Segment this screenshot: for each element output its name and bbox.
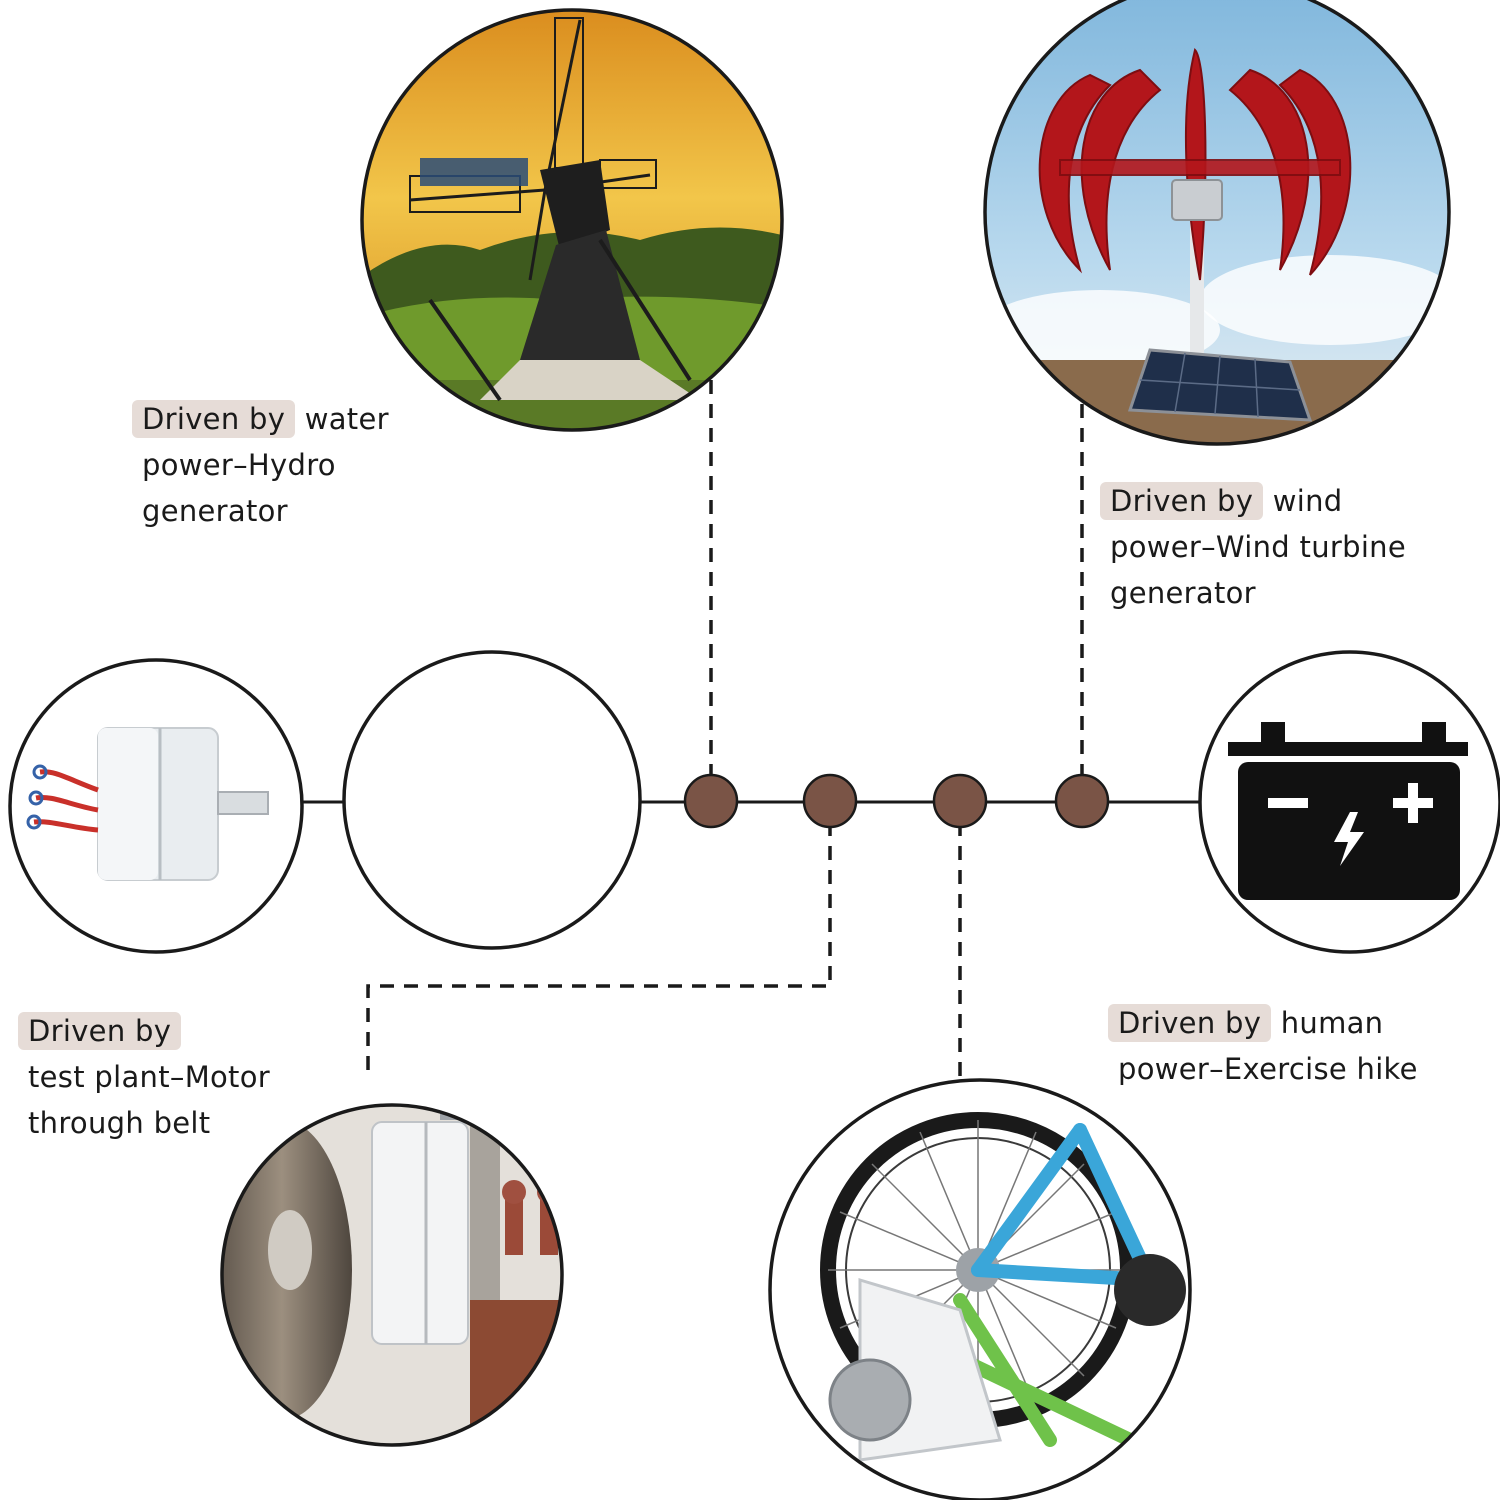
caption-highlight: Driven by [1108,1004,1272,1042]
motor-belt-photo [220,1103,564,1447]
generator-icon [26,727,269,881]
exercise-bike-photo [768,1078,1192,1500]
generator-circle [8,658,304,954]
junction-node-water [683,773,739,829]
test-dashed-link [366,822,832,1070]
caption-highlight: Driven by [1100,482,1264,520]
caption-highlight: Driven by [18,1012,182,1050]
battery-circle [1198,650,1500,954]
caption-highlight: Driven by [132,400,296,438]
caption-human-power: Driven by human power–Exercise hike [1108,1000,1418,1092]
wind-turbine-photo [983,0,1451,446]
junction-nodes [683,773,1110,829]
empty-circle [342,650,642,950]
junction-node-human [932,773,988,829]
caption-test-plant: Driven by test plant–Motor through belt [18,1008,270,1146]
caption-wind-power: Driven by wind power–Wind turbine genera… [1100,478,1406,616]
junction-node-test [802,773,858,829]
caption-water-power: Driven by water power–Hydro generator [132,396,389,534]
windmill-photo [360,8,784,432]
junction-node-wind [1054,773,1110,829]
battery-icon [1228,722,1468,900]
